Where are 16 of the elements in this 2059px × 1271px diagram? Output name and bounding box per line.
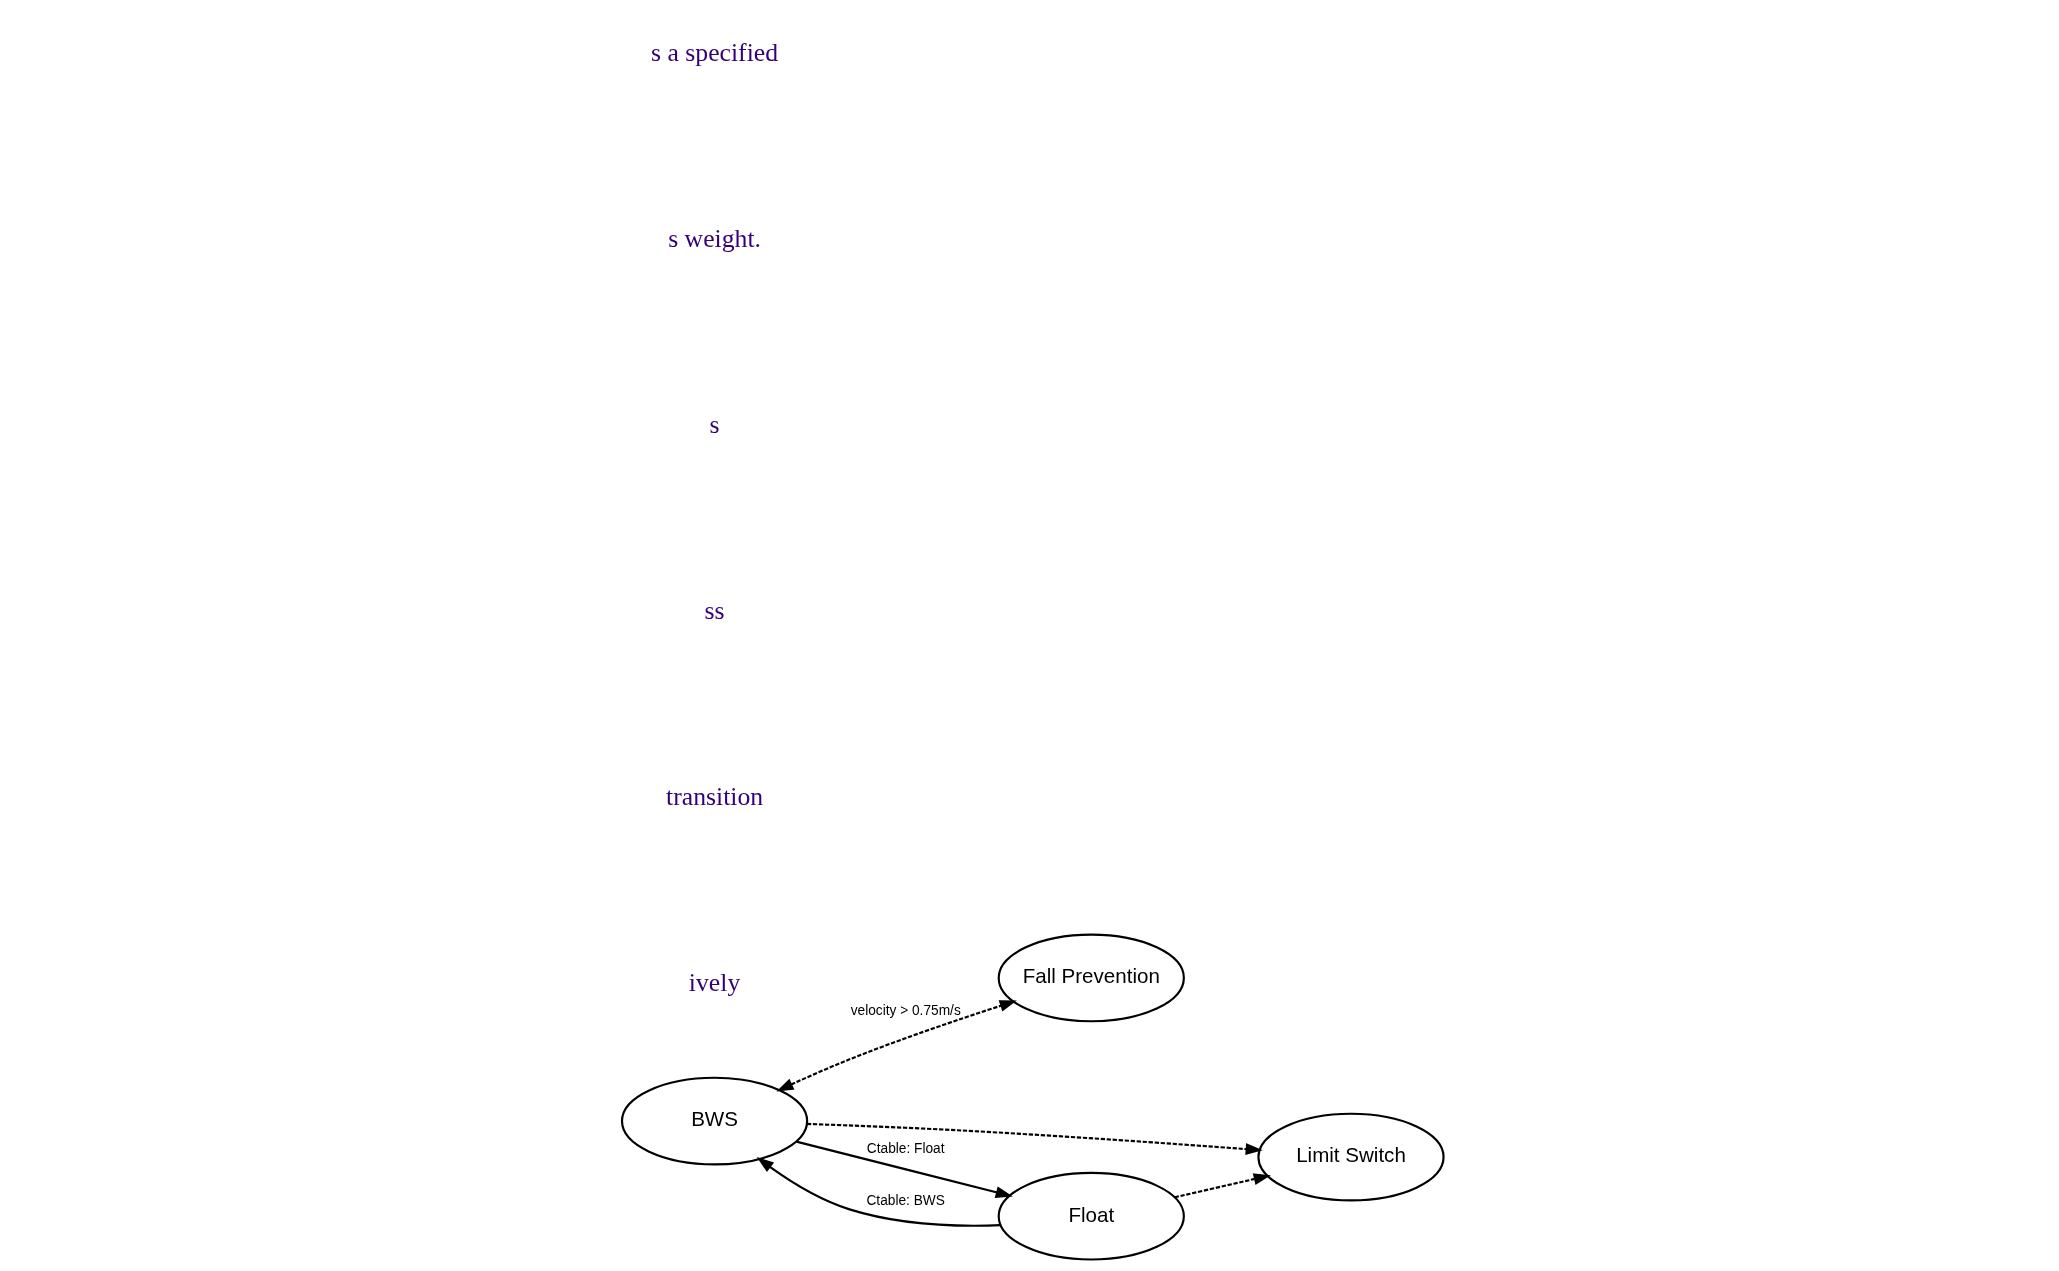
node-ellipse: Float xyxy=(997,1171,1185,1261)
label: ively xyxy=(688,968,740,998)
arrow xyxy=(1174,1173,1271,1199)
edge-label: Ctable: BWS xyxy=(865,1192,945,1208)
arrow xyxy=(795,1140,1013,1199)
label: s xyxy=(709,410,720,440)
arrow xyxy=(756,1157,1001,1227)
label: ss xyxy=(704,596,725,626)
edge-label: Ctable: Float xyxy=(866,1141,945,1157)
arrow xyxy=(806,1122,1263,1156)
label: s a specified xyxy=(650,38,778,68)
label: s weight. xyxy=(667,224,761,254)
node-ellipse: Limit Switch xyxy=(1256,1112,1445,1202)
label: transition xyxy=(665,782,763,812)
edge-label: velocity > 0.75m/s xyxy=(850,1002,961,1018)
arrow xyxy=(775,1000,1017,1092)
